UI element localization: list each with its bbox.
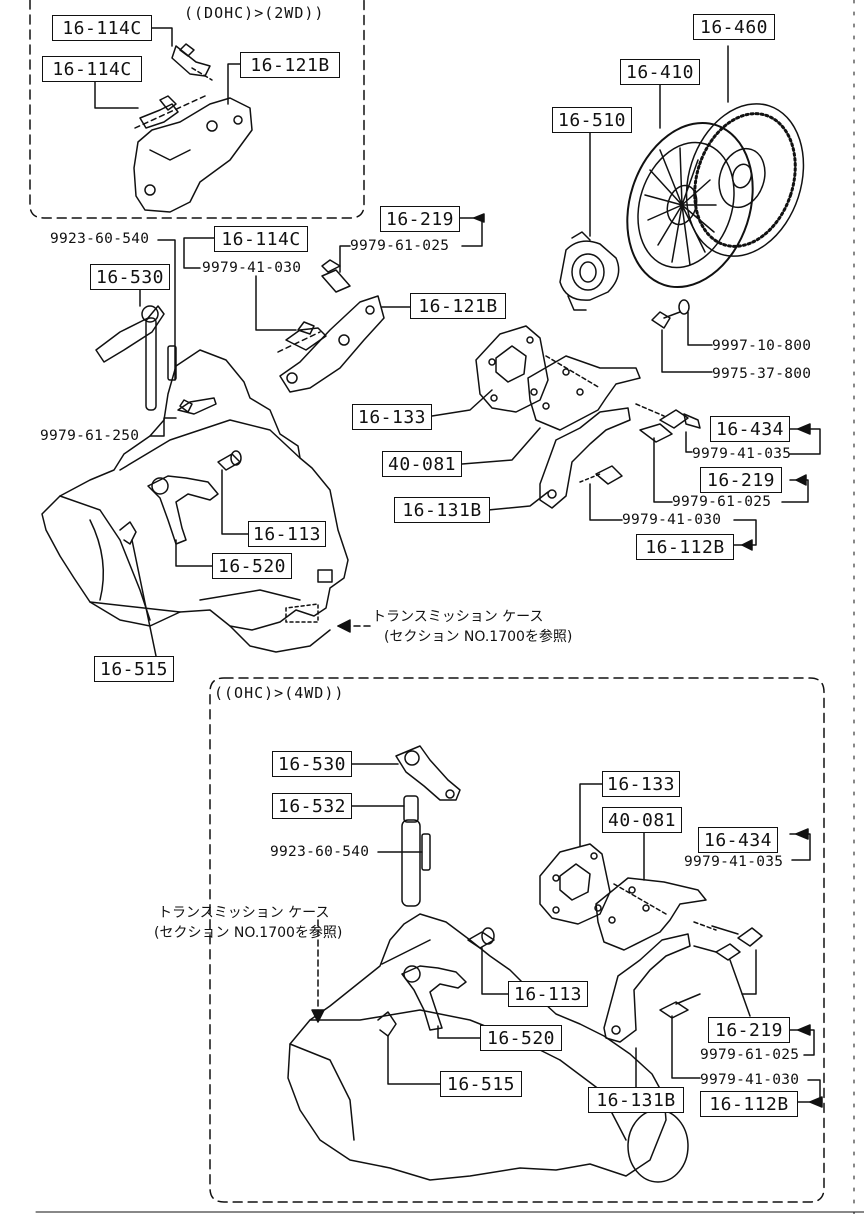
part-label-16-114c[interactable]: 16-114C	[42, 56, 142, 82]
leader	[579, 783, 603, 847]
part-label-16-133[interactable]: 16-133	[602, 771, 680, 797]
part-number-9979-41-030: 9979-41-030	[202, 260, 302, 276]
shift-lever-4wd-drawing	[395, 745, 461, 801]
release-fork-bottom-drawing	[377, 927, 495, 1037]
part-label-16-515[interactable]: 16-515	[94, 656, 174, 682]
part-label-16-114c[interactable]: 16-114C	[214, 226, 308, 252]
shift-shaft-drawing	[401, 795, 431, 907]
transmission-case-note: トランスミッション ケース	[158, 905, 330, 921]
part-label-16-113[interactable]: 16-113	[248, 521, 326, 547]
part-label-16-113[interactable]: 16-113	[508, 981, 588, 1007]
part-label-16-121b[interactable]: 16-121B	[410, 293, 506, 319]
leader	[671, 1015, 701, 1079]
part-label-16-133[interactable]: 16-133	[352, 404, 432, 430]
transmission-case-note: (セクション NO.1700を参照)	[154, 925, 343, 941]
part-label-16-510[interactable]: 16-510	[552, 107, 632, 133]
transmission-case-top-drawing	[41, 349, 349, 653]
leader	[94, 79, 139, 109]
leader	[653, 437, 673, 503]
part-label-16-114c[interactable]: 16-114C	[52, 15, 152, 41]
part-number-9979-61-025: 9979-61-025	[700, 1047, 800, 1063]
part-label-16-460[interactable]: 16-460	[693, 14, 775, 40]
leader	[175, 539, 213, 567]
part-number-9923-60-540: 9923-60-540	[50, 231, 150, 247]
part-label-16-520[interactable]: 16-520	[480, 1025, 562, 1051]
engine-mount-bracket-top-drawing	[475, 325, 701, 509]
bolt-drawing	[149, 397, 217, 437]
part-label-16-515[interactable]: 16-515	[440, 1071, 522, 1097]
part-label-16-434[interactable]: 16-434	[698, 827, 778, 853]
part-number-9979-41-030: 9979-41-030	[700, 1072, 800, 1088]
leader	[431, 389, 493, 417]
part-label-16-219[interactable]: 16-219	[380, 206, 460, 232]
section-header-ohc-4wd: ((OHC)>(4WD))	[214, 684, 345, 702]
ohc-section-frame	[209, 677, 825, 1203]
part-label-16-112b[interactable]: 16-112B	[700, 1091, 798, 1117]
leader	[789, 428, 821, 455]
engine-mount-bracket-bottom-drawing	[539, 843, 763, 1043]
dohc-section-frame	[29, 0, 365, 219]
release-bearing-drawing	[559, 131, 620, 311]
leader	[481, 947, 509, 995]
part-label-16-434[interactable]: 16-434	[710, 416, 790, 442]
leader	[227, 63, 241, 105]
part-label-16-410[interactable]: 16-410	[620, 59, 700, 85]
transmission-case-note: (セクション NO.1700を参照)	[384, 629, 573, 645]
part-label-16-530[interactable]: 16-530	[90, 264, 170, 290]
leader	[255, 275, 297, 331]
leader	[589, 483, 623, 521]
part-label-16-530[interactable]: 16-530	[272, 751, 352, 777]
part-label-40-081[interactable]: 40-081	[382, 451, 462, 477]
pilot-bolt-drawing	[651, 299, 713, 373]
leader	[437, 1025, 481, 1039]
part-number-9979-41-030: 9979-41-030	[622, 512, 722, 528]
part-label-16-520[interactable]: 16-520	[212, 553, 292, 579]
part-number-9979-41-035: 9979-41-035	[692, 446, 792, 462]
part-label-16-131b[interactable]: 16-131B	[588, 1087, 684, 1113]
part-number-9979-61-250: 9979-61-250	[40, 428, 140, 444]
part-label-40-081[interactable]: 40-081	[602, 807, 682, 833]
part-number-9979-61-025: 9979-61-025	[672, 494, 772, 510]
part-label-16-219[interactable]: 16-219	[708, 1017, 790, 1043]
leader	[151, 27, 173, 47]
pressure-plate-drawing	[626, 83, 754, 289]
leader	[685, 431, 693, 453]
leader	[221, 469, 249, 535]
part-number-9997-10-800: 9997-10-800	[712, 338, 812, 354]
section-header-dohc-2wd: ((DOHC)>(2WD))	[184, 4, 325, 22]
part-number-9979-41-035: 9979-41-035	[684, 854, 784, 870]
leader	[487, 491, 549, 511]
part-label-16-219[interactable]: 16-219	[700, 467, 782, 493]
part-label-16-532[interactable]: 16-532	[272, 793, 352, 819]
leader	[387, 1035, 441, 1085]
part-number-9923-60-540: 9923-60-540	[270, 844, 370, 860]
part-label-16-121b[interactable]: 16-121B	[240, 52, 340, 78]
upper-bracket-drawing	[277, 259, 385, 393]
leader	[183, 237, 215, 269]
leader	[797, 1079, 821, 1103]
release-fork-top-drawing	[119, 450, 242, 545]
part-number-9979-61-025: 9979-61-025	[350, 238, 450, 254]
leader	[461, 427, 541, 465]
shift-lever-drawing	[95, 305, 177, 411]
leader	[741, 949, 757, 995]
leader	[131, 539, 157, 657]
dohc-bracket-drawing	[133, 43, 253, 213]
leader	[459, 217, 483, 247]
part-label-16-112b[interactable]: 16-112B	[636, 534, 734, 560]
leader	[339, 245, 351, 273]
part-label-16-131b[interactable]: 16-131B	[394, 497, 490, 523]
leader	[157, 239, 176, 381]
clutch-disc-drawing	[685, 45, 805, 257]
part-number-9975-37-800: 9975-37-800	[712, 366, 812, 382]
transmission-case-note: トランスミッション ケース	[372, 609, 544, 625]
leader	[729, 959, 751, 1017]
